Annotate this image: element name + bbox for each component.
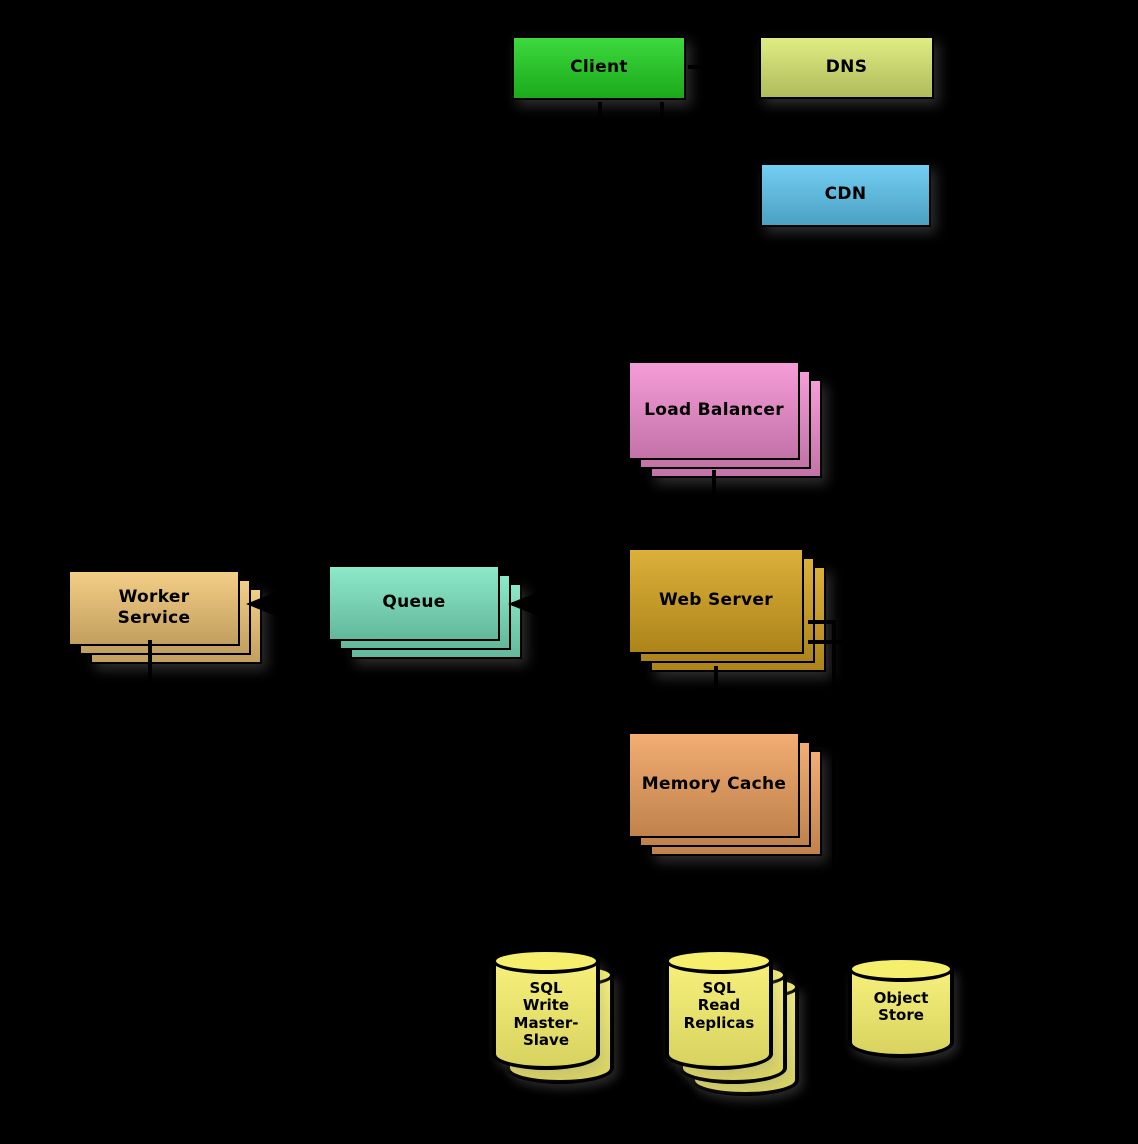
node-web-server: Web Server xyxy=(628,548,826,672)
node-worker-service: Worker Service xyxy=(68,570,262,664)
node-object-store: Object Store xyxy=(848,956,954,1058)
cylinder-body xyxy=(492,960,600,1070)
cylinder-body xyxy=(665,960,773,1070)
node-worker-service-line2: Service xyxy=(117,608,191,628)
node-object-store-label: Object Store xyxy=(873,989,929,1025)
node-dns-box: DNS xyxy=(759,36,934,99)
node-load-balancer-box: Load Balancer xyxy=(628,361,800,460)
node-dns: DNS xyxy=(759,36,934,99)
node-queue-label: Queue xyxy=(382,592,446,613)
node-client-label: Client xyxy=(570,57,628,78)
node-queue: Queue xyxy=(328,565,522,659)
node-load-balancer: Load Balancer xyxy=(628,361,822,478)
arrow-worker-sql-write xyxy=(148,640,486,1028)
cylinder-top xyxy=(665,948,773,974)
arrow-client-cdn xyxy=(660,102,754,212)
cylinder-main: SQL Write Master- Slave xyxy=(492,948,600,1070)
node-memory-cache: Memory Cache xyxy=(628,732,822,856)
node-client: Client xyxy=(512,36,686,100)
node-cdn-label: CDN xyxy=(824,184,867,205)
node-cdn-box: CDN xyxy=(760,163,931,227)
node-queue-box: Queue xyxy=(328,565,500,641)
cylinder-main: SQL Read Replicas xyxy=(665,948,773,1070)
node-worker-service-line1: Worker xyxy=(118,586,190,607)
cylinder-main: Object Store xyxy=(848,956,954,1058)
node-web-server-box: Web Server xyxy=(628,548,804,654)
node-sql-read: SQL Read Replicas xyxy=(665,948,799,1096)
node-sql-write-label: SQL Write Master- Slave xyxy=(513,979,579,1049)
node-client-box: Client xyxy=(512,36,686,100)
node-sql-write: SQL Write Master- Slave SQL Write Master… xyxy=(492,948,614,1084)
node-sql-read-label: SQL Read Replicas xyxy=(683,979,755,1032)
node-load-balancer-label: Load Balancer xyxy=(644,399,784,420)
node-cdn: CDN xyxy=(760,163,931,227)
node-dns-label: DNS xyxy=(825,56,868,77)
cylinder-top xyxy=(848,956,954,982)
cylinder-body xyxy=(848,968,954,1058)
cylinder-top xyxy=(492,948,600,974)
node-memory-cache-label: Memory Cache xyxy=(641,774,787,795)
node-worker-service-label: Worker Service xyxy=(118,587,191,630)
arrow-client-load-balancer xyxy=(598,102,721,357)
node-memory-cache-box: Memory Cache xyxy=(628,732,800,838)
node-web-server-label: Web Server xyxy=(659,590,773,611)
node-worker-service-box: Worker Service xyxy=(68,570,240,646)
